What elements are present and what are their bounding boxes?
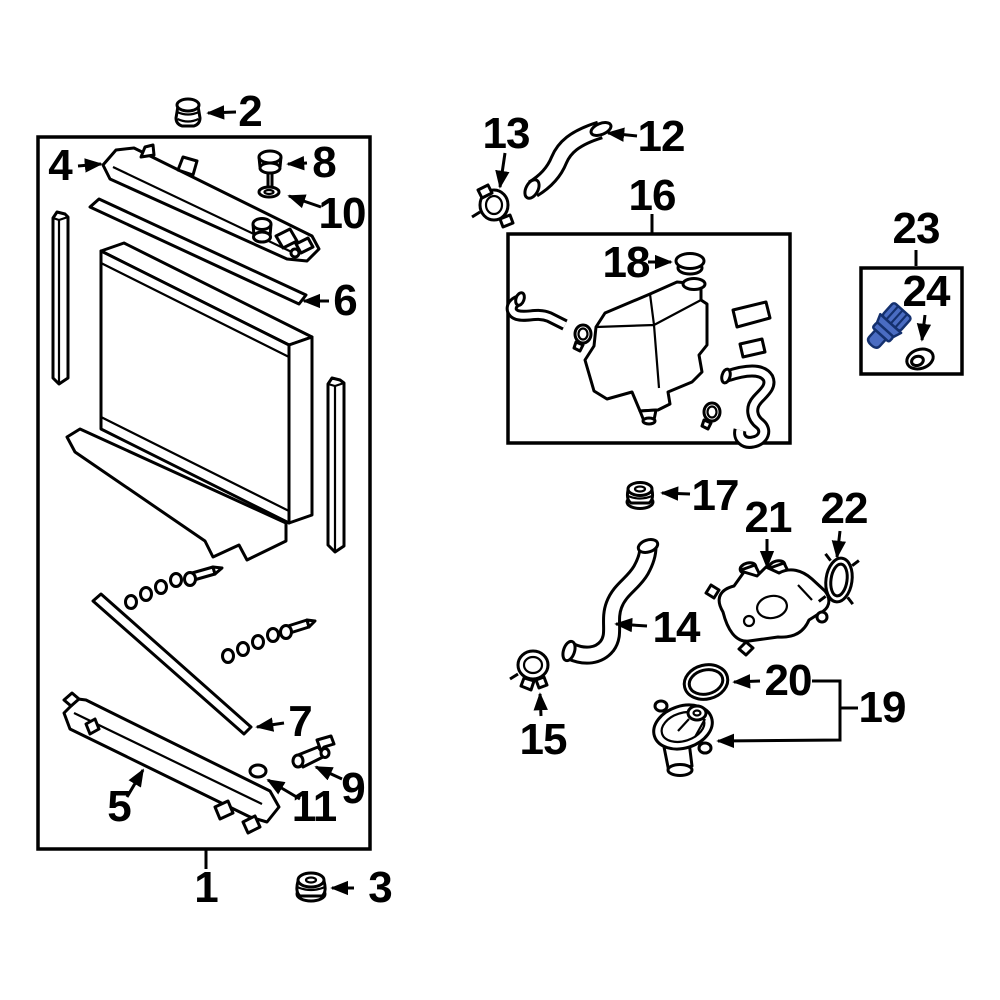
callout-16: 16 (628, 171, 677, 220)
lower-tank-part-5 (62, 691, 281, 835)
sensor-gasket-part-24 (905, 347, 935, 371)
callout-10: 10 (318, 189, 367, 238)
lower-baffle (65, 427, 288, 562)
reservoir-plates (731, 300, 772, 359)
reservoir-hose-right (720, 364, 776, 449)
callout-4: 4 (48, 141, 73, 190)
oring-part-20 (682, 663, 730, 701)
hose-clamp-part-13 (471, 183, 515, 229)
callout-18: 18 (602, 238, 651, 287)
oring-part-11 (248, 763, 268, 779)
reservoir-cap-part-18 (674, 252, 706, 276)
callout-7: 7 (288, 697, 313, 746)
reservoir-hose-left (505, 291, 568, 331)
thermostat-part-19 (652, 699, 714, 777)
grommet-part-17 (625, 481, 655, 510)
callout-14: 14 (652, 603, 701, 652)
grommet-part-3 (295, 871, 327, 903)
sensor-group-box (859, 266, 964, 376)
reservoir-tank (583, 277, 709, 426)
leader-lines (77, 105, 932, 896)
callout-22: 22 (820, 484, 869, 533)
radiator-core (99, 241, 314, 525)
reservoir-group-box (506, 232, 792, 445)
callout-21: 21 (744, 493, 793, 542)
grommet-part-2 (174, 97, 202, 128)
mount-rings-row-1 (124, 565, 224, 610)
callout-23: 23 (892, 204, 941, 253)
callout-5: 5 (107, 782, 132, 831)
callout-9: 9 (341, 764, 366, 813)
side-bracket-right (326, 376, 346, 554)
hose-part-12 (523, 120, 613, 200)
callout-11: 11 (291, 782, 338, 831)
callout-20: 20 (764, 656, 813, 705)
callout-1: 1 (194, 863, 219, 912)
callout-6: 6 (333, 276, 358, 325)
gasket-part-22 (817, 552, 860, 606)
radiator-assembly-box (36, 135, 372, 851)
callout-19: 19 (858, 683, 907, 732)
reservoir-clamp-left (572, 323, 593, 353)
mount-rings-row-2 (221, 618, 317, 664)
callout-12: 12 (637, 112, 686, 161)
hose-part-14 (561, 538, 660, 665)
seal-strip-part-7 (91, 592, 253, 736)
callout-2: 2 (238, 87, 263, 136)
callout-3: 3 (368, 863, 393, 912)
callout-8: 8 (312, 138, 337, 187)
callout-13: 13 (482, 109, 531, 158)
petcock-part-9 (291, 734, 336, 769)
callout-17: 17 (691, 471, 740, 520)
water-inlet-part-21 (704, 559, 831, 657)
callout-15: 15 (519, 715, 568, 764)
drain-plug-part-8 (257, 149, 283, 186)
side-bracket-left (51, 210, 70, 386)
callout-24: 24 (902, 267, 951, 316)
coolant-temperature-sensor-icon (866, 302, 912, 349)
hose-clamp-part-15 (509, 649, 550, 692)
upper-tank-part-4 (101, 143, 321, 263)
reservoir-clamp-right (700, 401, 722, 431)
gasket-part-10 (257, 185, 281, 199)
